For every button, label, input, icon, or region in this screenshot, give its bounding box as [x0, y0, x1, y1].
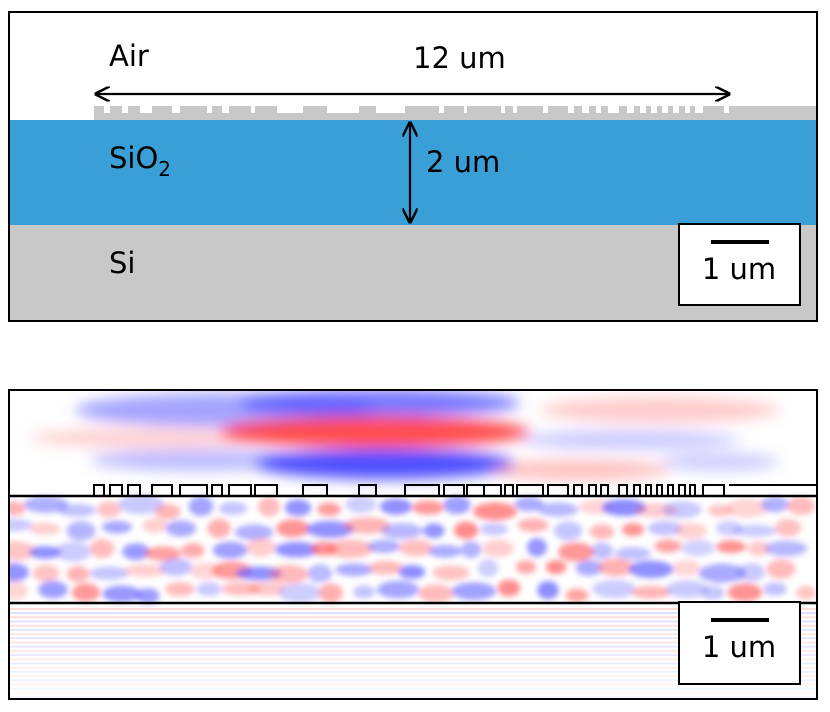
grating-tooth [505, 106, 513, 114]
grating-tooth-outline [109, 484, 123, 497]
grating-tooth-outline [667, 484, 674, 497]
scale-bar-top: 1 um [678, 223, 801, 306]
grating-tooth-outline [179, 484, 208, 497]
grating-tooth-outline [678, 484, 686, 497]
structure-frame [8, 11, 818, 322]
grating-tooth [180, 106, 207, 114]
field-substrate [9, 608, 817, 698]
scale-bar-top-label: 1 um [702, 252, 776, 286]
grating-tooth [152, 106, 172, 114]
field-frame [8, 389, 818, 700]
grating-tooth [601, 106, 608, 114]
scale-bar-bottom: 1 um [678, 601, 801, 685]
air-region [9, 12, 817, 120]
grating-tooth-outline [302, 484, 328, 497]
grating-tooth-outline [573, 484, 583, 497]
grating-tooth-outline [504, 484, 514, 497]
grating-tooth [212, 106, 222, 114]
grating-tooth [517, 106, 543, 114]
oxide-label: SiO2 [109, 141, 171, 181]
grating-tooth [574, 106, 582, 114]
grating-tooth [657, 106, 662, 114]
grating-tooth [690, 106, 695, 114]
field-oxide [9, 494, 817, 604]
grating-tooth [110, 106, 122, 114]
grating-tooth-outline [689, 484, 696, 497]
grating-tooth [303, 106, 327, 114]
grating-tooth [444, 106, 464, 114]
grating-tooth-outline [211, 484, 223, 497]
grating-tooth-outline [228, 484, 252, 497]
field-panel: 1 um [8, 389, 818, 700]
grating-tooth-outline [618, 484, 628, 497]
grating-tooth-outline [151, 484, 173, 497]
grating-tooth [619, 106, 627, 114]
grating-tooth [589, 106, 596, 114]
grating-tooth-outline [93, 484, 105, 497]
grating-tooth [229, 106, 251, 114]
grating-tooth [703, 106, 724, 114]
grating-teeth [94, 106, 817, 120]
grating-tooth [484, 106, 501, 114]
grating-tooth [405, 106, 439, 114]
grating-tooth [359, 106, 376, 114]
grating-tooth-outline [633, 484, 641, 497]
thickness-label: 2 um [426, 145, 500, 179]
grating-tooth-outline [404, 484, 440, 497]
grating-tooth [94, 106, 104, 114]
grating-tooth-outline [547, 484, 569, 497]
grating-tooth-outline [443, 484, 465, 497]
silicon-label: Si [109, 246, 135, 280]
grating-tooth-outline [358, 484, 377, 497]
grating-tooth-outline [127, 484, 141, 497]
grating-tooth-outline [656, 484, 663, 497]
structure-panel: Air 12 um SiO2 2 um Si 1 um [8, 11, 818, 322]
grating-tooth [128, 106, 140, 114]
width-label: 12 um [413, 41, 506, 75]
grating-tooth-outline [483, 484, 502, 497]
grating-tooth-outline [588, 484, 597, 497]
grating-tooth [668, 106, 673, 114]
grating-tooth [255, 106, 277, 114]
field-upper [30, 390, 780, 480]
air-label: Air [109, 39, 149, 73]
grating-tooth [646, 106, 651, 114]
grating-outline [93, 484, 817, 497]
scale-bar-bottom-label: 1 um [702, 630, 776, 664]
grating-tooth [467, 106, 484, 114]
grating-tooth-outline [600, 484, 609, 497]
grating-tooth [679, 106, 685, 114]
grating-tooth-outline [516, 484, 544, 497]
grating-tooth-outline [702, 484, 725, 497]
grating-tooth-outline [254, 484, 278, 497]
grating-tooth [548, 106, 568, 114]
grating-tooth [634, 106, 640, 114]
grating-tooth-outline [645, 484, 652, 497]
